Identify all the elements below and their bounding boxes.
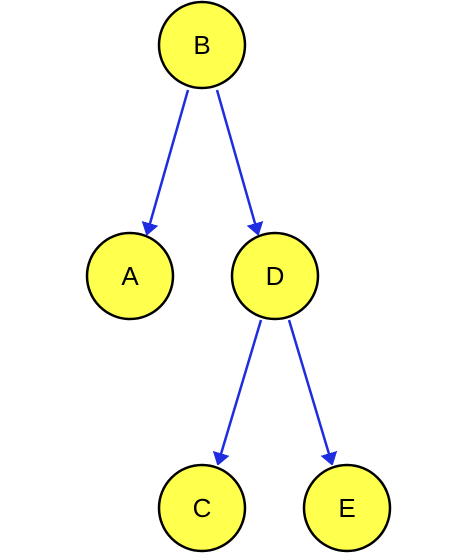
edge-b-d — [215, 89, 258, 234]
node-b: B — [157, 0, 247, 90]
node-e-label: E — [338, 493, 355, 523]
edges — [147, 89, 332, 464]
node-a-label: A — [121, 261, 139, 291]
node-b-circle — [157, 0, 247, 90]
node-a: A — [85, 231, 175, 321]
edge-d-c — [218, 319, 263, 464]
edge-d-e — [287, 319, 332, 464]
node-d-circle — [230, 231, 320, 321]
node-d: D — [230, 231, 320, 321]
node-a-circle — [85, 231, 175, 321]
node-e: E — [302, 463, 392, 553]
edge-b-a — [147, 89, 190, 234]
node-d-label: D — [266, 261, 285, 291]
node-e-circle — [302, 463, 392, 553]
node-c-label: C — [193, 493, 212, 523]
node-c-circle — [157, 463, 247, 553]
node-b-label: B — [193, 30, 210, 60]
node-c: C — [157, 463, 247, 553]
